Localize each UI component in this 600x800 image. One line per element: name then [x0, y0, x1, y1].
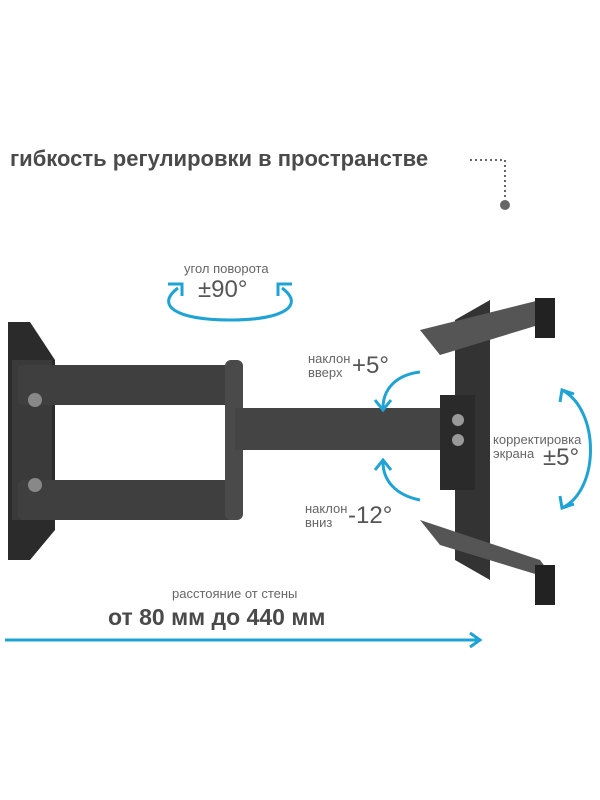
- screen-adjust-value: ±5°: [543, 444, 580, 471]
- distance-value: от 80 мм до 440 мм: [108, 604, 326, 630]
- screen-adjust-label-line1: корректировка: [493, 432, 582, 447]
- distance-arrow-icon: [5, 631, 483, 649]
- rotation-value: ±90°: [198, 276, 248, 303]
- pointer-dot: [500, 200, 510, 210]
- tilt-down-label: наклон вниз: [305, 502, 347, 530]
- tilt-down-label-line2: вниз: [305, 515, 333, 530]
- dotted-pointer: [470, 159, 506, 200]
- tilt-up-label: наклон вверх: [308, 352, 350, 380]
- tilt-up-label-line2: вверх: [308, 365, 343, 380]
- distance-label: расстояние от стены: [172, 586, 298, 601]
- screen-adjust-label: корректировка экрана: [493, 433, 581, 461]
- tilt-up-label-line1: наклон: [308, 351, 351, 366]
- articulated-arms: [18, 360, 445, 520]
- tv-bracket: [420, 298, 555, 605]
- tilt-up-value: +5°: [352, 352, 389, 379]
- tilt-down-label-line1: наклон: [305, 501, 348, 516]
- rotation-label: угол поворота: [184, 261, 269, 276]
- rotation-arrow-icon: [167, 282, 293, 322]
- wall-plate: [8, 322, 55, 560]
- screen-adjust-label-line2: экрана: [493, 446, 535, 461]
- headline: гибкость регулировки в пространстве: [10, 146, 429, 171]
- screen-adjust-arrow-icon: [558, 388, 592, 510]
- tilt-down-arrow-icon: [373, 457, 421, 502]
- tilt-down-value: -12°: [348, 502, 393, 529]
- tilt-up-arrow-icon: [373, 370, 421, 413]
